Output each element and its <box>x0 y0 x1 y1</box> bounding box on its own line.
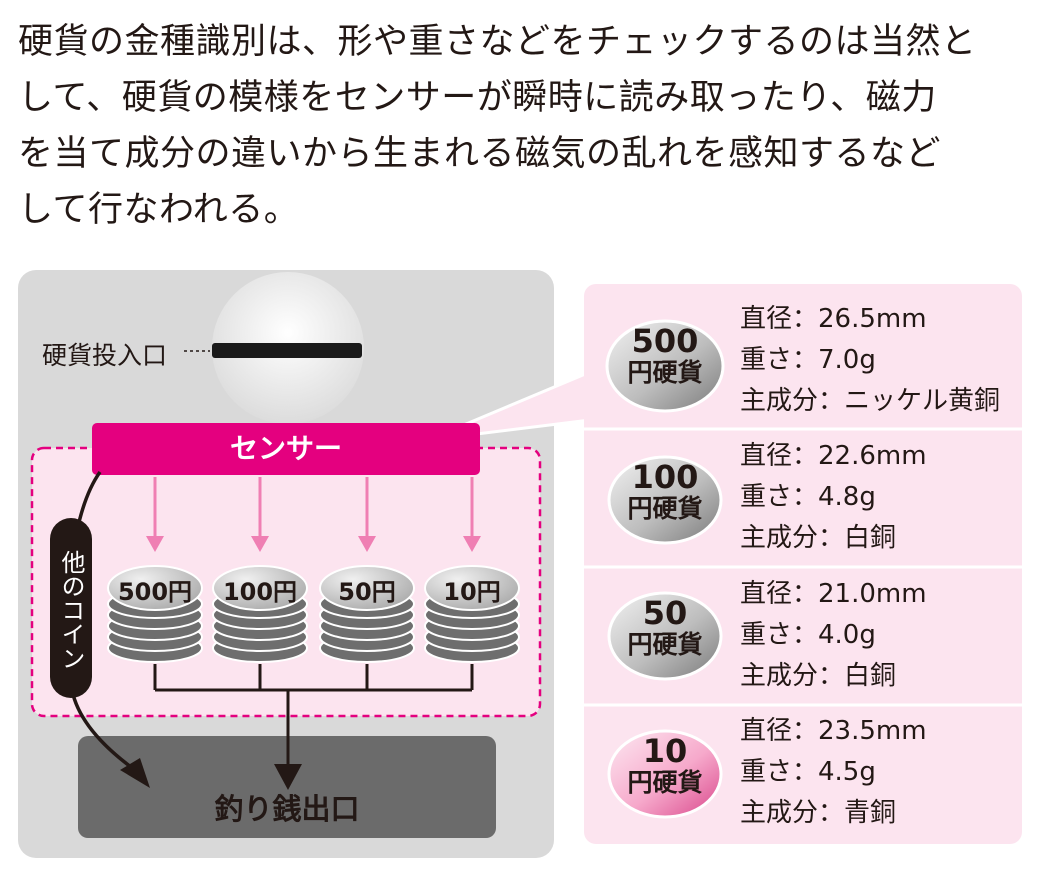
coin-stack-100 <box>212 565 308 663</box>
coin-unit: 円硬貨 <box>627 630 703 660</box>
coin-material: 主成分：白銅 <box>740 661 897 691</box>
coin-value: 100 <box>631 458 699 496</box>
stack-label-50: 50円 <box>338 578 396 606</box>
coin-value: 50 <box>642 594 688 632</box>
coin-50-label: 50 円硬貨 <box>609 594 721 660</box>
stack-label-100: 100円 <box>222 578 298 606</box>
coin-stack-10 <box>424 565 520 663</box>
coin-10-icon <box>607 729 723 819</box>
coin-100-icon <box>607 455 723 545</box>
coin-diameter: 直径：22.6mm <box>740 441 927 471</box>
other-coins-arrow-head <box>120 758 150 788</box>
coin-unit: 円硬貨 <box>627 494 703 524</box>
intro-line: を当て成分の違いから生まれる磁気の乱れを感知するなど <box>18 134 942 174</box>
intro-line: して、硬貨の模様をセンサーが瞬時に読み取ったり、磁力 <box>18 78 937 118</box>
outlet-arrow-head <box>274 764 302 790</box>
coin-10-label: 10 円硬貨 <box>609 732 721 798</box>
coin-weight: 重さ：7.0g <box>740 345 876 375</box>
coin-diameter: 直径：26.5mm <box>740 304 927 334</box>
coin-500-specs: 直径：26.5mm 重さ：7.0g 主成分：ニッケル黄銅 <box>740 299 1000 422</box>
coin-stack-50 <box>319 565 415 663</box>
coin-500-label: 500 円硬貨 <box>607 322 723 388</box>
coin-slot <box>212 343 362 358</box>
stack-label-500: 500円 <box>117 578 193 606</box>
coin-weight: 重さ：4.8g <box>740 482 876 512</box>
coin-50-icon <box>607 591 723 681</box>
sensor-bar <box>92 423 480 475</box>
coin-slot-label: 硬貨投入口 <box>42 341 168 370</box>
coin-500-icon <box>605 319 725 413</box>
coin-100-specs: 直径：22.6mm 重さ：4.8g 主成分：白銅 <box>740 436 927 559</box>
collection-lines <box>153 664 474 768</box>
coin-material: 主成分：ニッケル黄銅 <box>740 386 1001 416</box>
coin-weight: 重さ：4.0g <box>740 620 876 650</box>
coin-stack-500 <box>107 565 203 663</box>
coin-value: 10 <box>642 732 688 770</box>
coin-unit: 円硬貨 <box>627 358 703 388</box>
stack-label-10: 10円 <box>443 578 501 606</box>
coin-material: 主成分：白銅 <box>740 523 897 553</box>
coin-material: 主成分：青銅 <box>740 798 897 828</box>
coin-diameter: 直径：23.5mm <box>740 716 927 746</box>
change-outlet-label: 釣り銭出口 <box>214 792 360 826</box>
other-coins-pill <box>50 518 92 698</box>
coin-50-specs: 直径：21.0mm 重さ：4.0g 主成分：白銅 <box>740 574 927 697</box>
coin-value: 500 <box>631 322 699 360</box>
intro-line: して行なわれる。 <box>18 190 300 230</box>
coin-weight: 重さ：4.5g <box>740 757 876 787</box>
other-coins-label: 他のコイン <box>57 550 85 670</box>
sensor-label: センサー <box>229 432 342 465</box>
coin-10-specs: 直径：23.5mm 重さ：4.5g 主成分：青銅 <box>740 711 927 834</box>
intro-line: 硬貨の金種識別は、形や重さなどをチェックするのは当然と <box>18 22 977 62</box>
sensor-arrows <box>146 477 481 552</box>
coin-100-label: 100 円硬貨 <box>609 458 721 524</box>
intro-text: 硬貨の金種識別は、形や重さなどをチェックするのは当然と して、硬貨の模様をセンサ… <box>18 14 1028 238</box>
coin-diameter: 直径：21.0mm <box>740 579 927 609</box>
coin-unit: 円硬貨 <box>627 768 703 798</box>
